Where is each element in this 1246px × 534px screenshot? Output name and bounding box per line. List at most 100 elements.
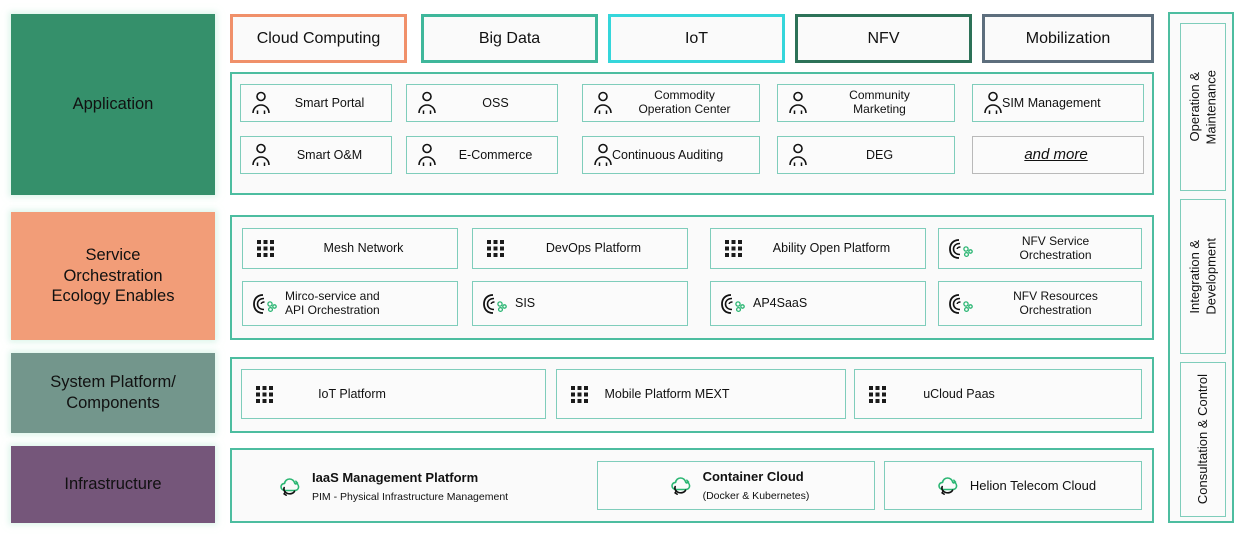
sys-item-iot-platform[interactable]: IoT Platform <box>241 369 546 419</box>
orchestration-wave-icon <box>949 293 973 314</box>
category-chip-label: IoT <box>684 29 709 47</box>
category-chip-mobilization[interactable]: Mobilization <box>982 14 1154 63</box>
category-chip-label: Big Data <box>478 29 541 47</box>
infra-item-title: Helion Telecom Cloud <box>969 478 1097 493</box>
sys-item-label: IoT Platform <box>318 386 386 401</box>
svc-item-label: Mirco-service and API Orchestration <box>285 288 380 317</box>
orchestration-wave-icon <box>949 238 973 259</box>
person-icon <box>789 91 807 114</box>
layer-label-infrastructure: Infrastructure <box>11 446 215 523</box>
app-item-label: Community Marketing <box>849 88 910 116</box>
dots-grid-icon <box>725 240 742 257</box>
app-item-label: Continuous Auditing <box>612 147 724 162</box>
orchestration-wave-icon <box>721 293 745 314</box>
dots-grid-icon <box>256 385 273 403</box>
app-item-commodity-operation-center[interactable]: Commodity Operation Center <box>582 84 760 122</box>
app-item-label: and more <box>1024 146 1088 164</box>
app-item-continuous-auditing[interactable]: Continuous Auditing <box>582 136 760 174</box>
orchestration-wave-icon <box>483 293 507 314</box>
svc-item-label: NFV Resources Orchestration <box>1013 288 1098 317</box>
app-item-label: Smart O&M <box>296 147 363 162</box>
svc-item-devops-platform[interactable]: DevOps Platform <box>472 228 688 269</box>
app-item-community-marketing[interactable]: Community Marketing <box>777 84 955 122</box>
dots-grid-icon <box>869 385 886 403</box>
layer-label-text: System Platform/ Components <box>50 373 176 412</box>
sys-item-ucloud-paas[interactable]: uCloud Paas <box>854 369 1142 419</box>
person-icon <box>418 143 436 166</box>
infra-item-text: Container Cloud (Docker & Kubernetes) <box>703 468 810 504</box>
app-item-label: OSS <box>482 95 509 110</box>
application-panel: Smart Portal OSS Commodity Operation Cen… <box>230 72 1154 195</box>
app-item-sim-management[interactable]: SIM Management <box>972 84 1144 122</box>
layer-label-text: Service Orchestration Ecology Enables <box>51 246 175 306</box>
cloud-refresh-icon <box>280 478 300 496</box>
sys-item-mobile-platform-mext[interactable]: Mobile Platform MEXT <box>556 369 846 419</box>
category-chip-label: Cloud Computing <box>256 29 381 47</box>
infra-item-subtitle: (Docker & Kubernetes) <box>702 489 810 502</box>
category-chip-label: Mobilization <box>1025 29 1111 47</box>
category-chip-big-data[interactable]: Big Data <box>421 14 598 63</box>
layer-label-service-orchestration: Service Orchestration Ecology Enables <box>11 212 215 340</box>
dots-grid-icon <box>571 385 588 403</box>
svc-item-ap4saas[interactable]: AP4SaaS <box>710 281 926 326</box>
cloud-refresh-icon <box>670 476 690 495</box>
person-icon <box>252 91 270 114</box>
app-item-label: Smart Portal <box>294 95 365 110</box>
layer-label-text: Infrastructure <box>64 475 162 494</box>
svc-item-nfv-resources-orchestration[interactable]: NFV Resources Orchestration <box>938 281 1142 326</box>
person-icon <box>789 143 807 166</box>
app-item-label: SIM Management <box>1002 95 1101 110</box>
app-item-smart-om[interactable]: Smart O&M <box>240 136 392 174</box>
app-item-e-commerce[interactable]: E-Commerce <box>406 136 558 174</box>
svc-item-label: AP4SaaS <box>753 296 808 311</box>
svc-item-ability-open-platform[interactable]: Ability Open Platform <box>710 228 926 269</box>
person-icon <box>594 91 612 114</box>
app-item-smart-portal[interactable]: Smart Portal <box>240 84 392 122</box>
rail-cell-label: Integration & Development <box>1186 238 1218 315</box>
person-icon <box>594 143 612 166</box>
rail-cell-integration-development[interactable]: Integration & Development <box>1180 199 1226 354</box>
infrastructure-panel: IaaS Management Platform PIM - Physical … <box>230 448 1154 523</box>
infra-item-title: IaaS Management Platform <box>312 470 479 485</box>
infra-item-text: IaaS Management Platform PIM - Physical … <box>312 469 508 505</box>
lifecycle-rail: Operation & Maintenance Integration & De… <box>1168 12 1234 523</box>
sys-item-label: uCloud Paas <box>923 386 995 401</box>
app-item-oss[interactable]: OSS <box>406 84 558 122</box>
app-item-label: DEG <box>865 147 894 162</box>
layer-label-text: Application <box>72 95 154 114</box>
person-icon <box>418 91 436 114</box>
infra-item-subtitle: PIM - Physical Infrastructure Management <box>312 491 509 503</box>
category-chip-iot[interactable]: IoT <box>608 14 785 63</box>
svc-item-label: SIS <box>515 296 536 311</box>
svc-item-nfv-service-orchestration[interactable]: NFV Service Orchestration <box>938 228 1142 269</box>
rail-cell-operation-maintenance[interactable]: Operation & Maintenance <box>1180 23 1226 191</box>
app-item-label: E-Commerce <box>458 147 533 162</box>
sys-item-label: Mobile Platform MEXT <box>604 386 730 401</box>
svc-item-label: NFV Service Orchestration <box>1019 233 1092 262</box>
infra-item-helion-telecom-cloud[interactable]: Helion Telecom Cloud <box>884 461 1142 510</box>
infra-item-container-cloud[interactable]: Container Cloud (Docker & Kubernetes) <box>597 461 875 510</box>
layer-label-system-platform: System Platform/ Components <box>11 353 215 433</box>
svc-item-sis[interactable]: SIS <box>472 281 688 326</box>
svc-item-mesh-network[interactable]: Mesh Network <box>242 228 458 269</box>
category-chip-cloud-computing[interactable]: Cloud Computing <box>230 14 407 63</box>
svc-item-microservice-api-orchestration[interactable]: Mirco-service and API Orchestration <box>242 281 458 326</box>
svc-item-label: DevOps Platform <box>545 241 642 256</box>
person-icon <box>252 143 270 166</box>
svc-item-label: Ability Open Platform <box>772 241 891 256</box>
dots-grid-icon <box>487 240 504 257</box>
rail-cell-label: Consultation & Control <box>1194 374 1210 505</box>
category-chip-label: NFV <box>867 29 900 47</box>
infra-item-iaas-management-platform[interactable]: IaaS Management Platform PIM - Physical … <box>272 464 602 510</box>
category-chip-nfv[interactable]: NFV <box>795 14 972 63</box>
cloud-refresh-icon <box>938 476 958 495</box>
rail-cell-consultation-control[interactable]: Consultation & Control <box>1180 362 1226 517</box>
dots-grid-icon <box>257 240 274 257</box>
layer-label-application: Application <box>11 14 215 195</box>
orchestration-wave-icon <box>253 293 277 314</box>
app-item-deg[interactable]: DEG <box>777 136 955 174</box>
service-orchestration-panel: Mesh Network DevOps Platform Ability <box>230 215 1154 340</box>
app-item-and-more[interactable]: and more <box>972 136 1144 174</box>
app-item-label: Commodity Operation Center <box>638 88 731 116</box>
